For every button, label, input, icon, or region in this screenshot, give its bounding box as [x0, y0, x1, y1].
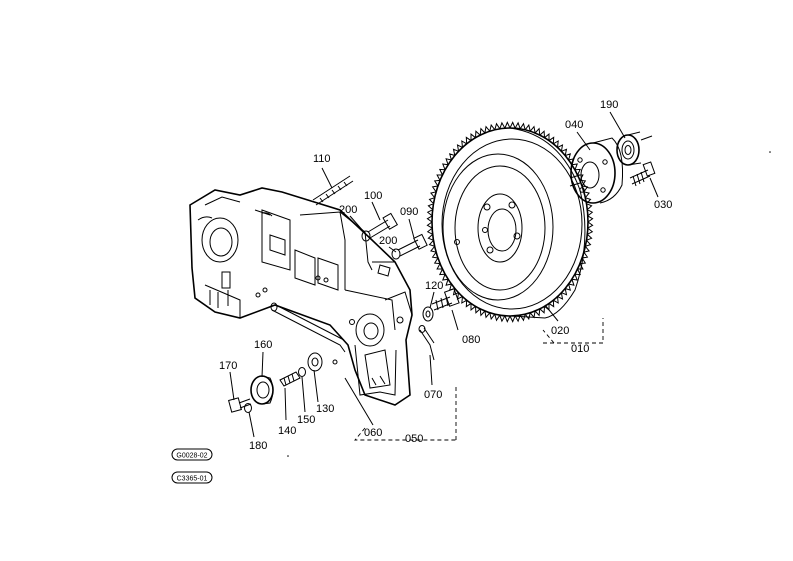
flywheel-ring-gear[interactable] [426, 121, 594, 323]
label-200-upper: 200 [339, 204, 357, 216]
bolt-090[interactable] [397, 233, 428, 257]
label-010: 010 [571, 343, 589, 355]
oil-seal-160[interactable] [250, 375, 274, 405]
label-170: 170 [219, 360, 237, 372]
label-050: 050 [405, 433, 423, 445]
washer-120[interactable] [422, 306, 434, 322]
label-110: 110 [313, 153, 331, 165]
label-070: 070 [424, 389, 442, 401]
svg-text:C3365-01: C3365-01 [177, 476, 208, 483]
dowel-pin-070[interactable] [418, 325, 435, 361]
stud-bolt[interactable] [312, 175, 354, 206]
label-040: 040 [565, 119, 583, 131]
label-190: 190 [600, 99, 618, 111]
part-labels: 110 100 090 200 200 120 080 070 060 050 … [219, 99, 672, 452]
hub-bolt[interactable] [629, 161, 656, 187]
washer-200-upper[interactable] [361, 230, 371, 242]
gear-case-housing[interactable] [189, 187, 413, 406]
washer-180[interactable] [244, 403, 252, 413]
bolt-170[interactable] [228, 397, 252, 413]
label-030: 030 [654, 199, 672, 211]
svg-text:G0028-02: G0028-02 [176, 453, 207, 460]
gasket-130[interactable] [307, 352, 323, 372]
dowel-pin-060[interactable] [270, 302, 346, 353]
label-090: 090 [400, 206, 418, 218]
label-020: 020 [551, 325, 569, 337]
label-100: 100 [364, 190, 382, 202]
label-150: 150 [297, 414, 315, 426]
label-120: 120 [425, 280, 443, 292]
label-180: 180 [249, 440, 267, 452]
flywheel-teeth [426, 121, 594, 323]
reference-code-1: G0028-02 [171, 448, 213, 461]
fitting-140[interactable] [279, 371, 301, 387]
label-080: 080 [462, 334, 480, 346]
bolt-100[interactable] [367, 212, 399, 239]
bolt-080[interactable] [431, 288, 460, 311]
label-200-lower: 200 [379, 235, 397, 247]
label-140: 140 [278, 425, 296, 437]
label-060: 060 [364, 427, 382, 439]
bearing[interactable] [616, 131, 653, 166]
reference-code-2: C3365-01 [171, 471, 213, 484]
flywheel-hub[interactable] [569, 137, 623, 204]
label-130: 130 [316, 403, 334, 415]
label-160: 160 [254, 339, 272, 351]
washer-200-lower[interactable] [391, 248, 401, 260]
washer-150[interactable] [298, 367, 306, 377]
leader-lines [229, 111, 659, 441]
